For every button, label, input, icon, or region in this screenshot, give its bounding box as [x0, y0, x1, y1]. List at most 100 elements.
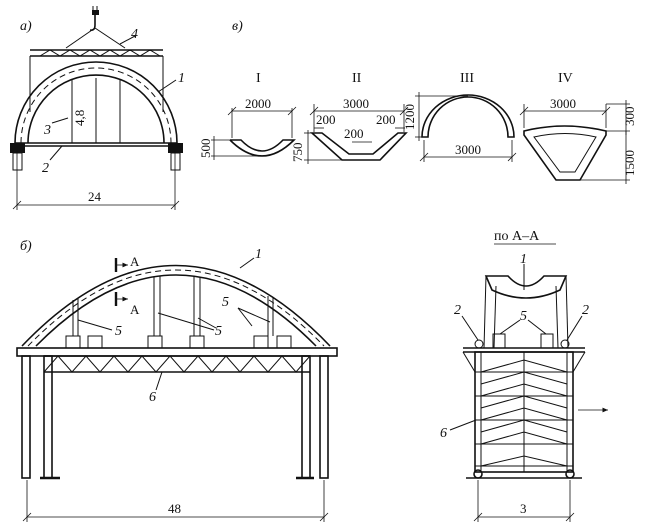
dim-section-4-width	[519, 104, 611, 128]
cut-mark-upper-label: А	[130, 254, 140, 269]
scaffold-leg	[43, 355, 53, 479]
dim-section-2-right-label: 200	[376, 112, 396, 127]
section-1-shape	[229, 139, 296, 157]
arch-wall	[493, 285, 497, 349]
callout-leader	[49, 145, 63, 161]
callout-leader	[197, 317, 217, 329]
cut-mark-a	[114, 258, 128, 306]
callout-s-2r: 2	[582, 303, 589, 318]
arch-cross-section	[484, 275, 568, 299]
section-view: по А–А	[440, 229, 608, 522]
callout-leader	[157, 79, 177, 93]
jacks	[65, 335, 292, 349]
callout-leader	[461, 315, 479, 341]
callout-leader	[449, 419, 477, 431]
panel-a-label: а)	[20, 19, 32, 34]
panel-b: б)	[16, 239, 338, 522]
section-2-title: II	[352, 71, 362, 86]
support-right	[168, 143, 183, 153]
panel-b-label: б)	[20, 239, 32, 254]
column-left	[12, 152, 23, 171]
callout-leader	[77, 319, 113, 331]
callout-leader	[157, 312, 215, 331]
callout-b-1: 1	[255, 247, 262, 262]
section-title: по А–А	[494, 229, 540, 244]
dim-section-3-height	[415, 92, 468, 141]
jack	[540, 333, 554, 349]
dim-section-2-width	[309, 104, 409, 132]
tie-rod-end-icon	[474, 339, 484, 349]
callout-s-2l: 2	[454, 303, 461, 318]
callout-3: 3	[43, 123, 51, 138]
callout-leader	[119, 35, 136, 45]
dim-section-1-width	[227, 106, 297, 138]
arch-centerline	[20, 67, 172, 144]
arch-wall	[555, 285, 559, 349]
section-3-title: III	[460, 71, 474, 86]
callout-leader	[237, 307, 253, 327]
section-1-title: I	[256, 71, 261, 86]
dim-span-b-label: 48	[168, 501, 181, 516]
dim-section-width-label: 3	[520, 501, 527, 516]
dim-section-3-height-label: 1200	[402, 104, 417, 130]
arch-outer-b	[21, 264, 331, 347]
sling	[65, 27, 96, 49]
section-4-title: IV	[558, 71, 573, 86]
dim-section-2-width-label: 3000	[343, 96, 369, 111]
callout-b-5b: 5	[215, 324, 222, 339]
section-2-shape	[309, 132, 408, 161]
dim-section-1-height	[211, 136, 262, 160]
tower-bracing	[475, 359, 573, 467]
callout-leader	[155, 371, 163, 391]
callout-b-5a: 5	[115, 324, 122, 339]
callout-b-6: 6	[149, 390, 156, 405]
callout-s-5: 5	[520, 309, 527, 324]
callout-2: 2	[42, 161, 49, 176]
dim-section-4-height-label: 1500	[622, 150, 637, 176]
dim-span-b	[22, 480, 329, 522]
dim-section-4-height	[580, 131, 630, 184]
sling	[94, 27, 126, 49]
dim-height-a: 4,8	[72, 110, 87, 126]
section-3-shape	[421, 94, 515, 138]
scaffold-truss-web	[43, 355, 311, 373]
platform-brace	[462, 351, 476, 373]
scaffold-leg	[319, 355, 329, 479]
support-left	[10, 143, 25, 153]
callout-leader	[237, 307, 271, 323]
dim-span-a-label: 24	[88, 189, 102, 204]
dim-section-3-width-label: 3000	[455, 142, 481, 157]
dim-section-4-width-label: 3000	[550, 96, 576, 111]
cut-mark-lower-label: А	[130, 302, 140, 317]
dim-section-3-width	[419, 140, 517, 162]
panel-v-label: в)	[232, 19, 243, 34]
callout-4: 4	[131, 27, 138, 42]
callout-leader	[527, 319, 547, 335]
panel-a: а) 4 4,8	[10, 6, 185, 210]
dim-section-1-width-label: 2000	[245, 96, 271, 111]
scaffold-leg	[21, 355, 31, 479]
column-right	[170, 152, 181, 171]
callout-leader	[239, 257, 255, 269]
dim-section-2-left-label: 200	[316, 112, 336, 127]
dim-section-2-height-label: 750	[290, 143, 305, 163]
dim-section-2-height	[304, 130, 342, 164]
arch-posts	[72, 276, 274, 336]
callout-s-1: 1	[520, 252, 527, 267]
platform-brace	[572, 351, 586, 373]
callout-b-5c: 5	[222, 295, 229, 310]
section-4-shape-outer	[523, 125, 607, 181]
arch-centerline-b	[27, 269, 325, 347]
section-4-shape-inner	[533, 133, 597, 173]
crane-hook-icon	[89, 6, 99, 31]
callout-leader	[566, 315, 583, 341]
callout-s-6: 6	[440, 426, 447, 441]
scaffold-top-beam	[16, 347, 338, 357]
callout-leader	[51, 117, 69, 124]
arch-wall	[483, 275, 487, 349]
dim-section-1-height-label: 500	[198, 139, 213, 159]
lifting-traverse	[30, 49, 163, 57]
dim-section-width	[473, 480, 575, 522]
scaffold-leg	[301, 355, 311, 479]
